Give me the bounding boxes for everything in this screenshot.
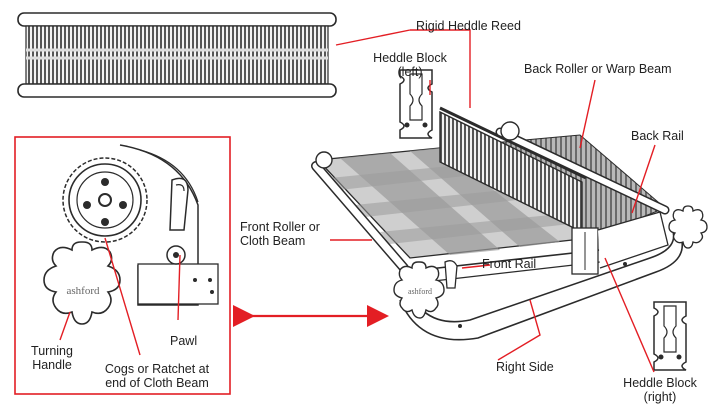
label-cogs-line1: Cogs or Ratchet at — [104, 362, 210, 376]
label-right-side: Right Side — [496, 360, 554, 374]
heddle-block-right-illustration — [653, 301, 687, 371]
label-pawl: Pawl — [170, 334, 198, 348]
leader-lines — [59, 29, 656, 373]
label-front-roller-line2: Cloth Beam — [240, 234, 306, 248]
label-back-rail: Back Rail — [631, 129, 684, 143]
leader-cogs — [104, 237, 141, 356]
label-rigid-heddle-reed: Rigid Heddle Reed — [416, 19, 521, 33]
label-front-roller-line1: Front Roller or — [240, 220, 320, 234]
rigid-heddle-reed-illustration — [17, 12, 337, 98]
label-heddle-block-left-line1: Heddle Block — [373, 51, 447, 65]
leader-pawl — [177, 254, 181, 321]
label-heddle-block-left: Heddle Block (left) — [365, 51, 455, 79]
label-heddle-block-right-line2: (right) — [643, 390, 677, 404]
leader-rigid-heddle-reed — [335, 29, 411, 46]
label-front-roller: Front Roller or Cloth Beam — [240, 220, 320, 248]
label-turning-handle-line1: Turning — [31, 344, 73, 358]
heddle-block-left-illustration — [399, 69, 433, 139]
label-front-rail: Front Rail — [482, 257, 537, 271]
leader-heddle-block-right — [604, 257, 655, 373]
leader-front-rail — [461, 264, 491, 269]
cloth-beam-ratchet-detail: ashford — [43, 144, 219, 325]
brand-logo-inset: ashford — [67, 285, 100, 297]
leader-back-rail — [631, 144, 656, 214]
label-turning-handle-line2: Handle — [32, 358, 72, 372]
loom-main-body: ashford — [311, 106, 708, 341]
label-turning-handle: Turning Handle — [22, 344, 82, 372]
leader-right-side — [497, 299, 541, 361]
leader-turning-handle — [59, 311, 71, 341]
label-cogs-ratchet: Cogs or Ratchet at end of Cloth Beam — [93, 362, 221, 390]
label-heddle-block-left-line2: (left) — [397, 65, 423, 79]
label-heddle-block-right-line1: Heddle Block — [623, 376, 697, 390]
leader-back-roller — [579, 79, 596, 149]
label-cogs-line2: end of Cloth Beam — [105, 376, 209, 390]
brand-logo-main: ashford — [408, 287, 432, 296]
label-heddle-block-right: Heddle Block (right) — [612, 376, 708, 404]
label-back-roller: Back Roller or Warp Beam — [524, 62, 672, 76]
